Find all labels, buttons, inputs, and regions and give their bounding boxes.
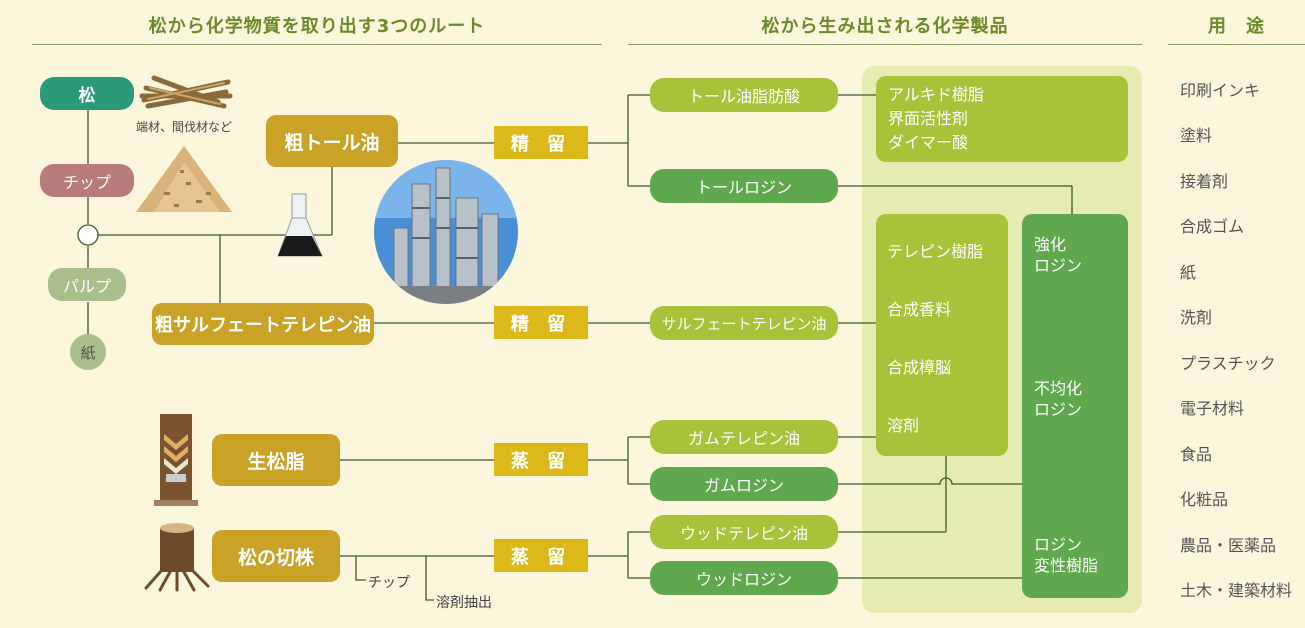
- header-products: 松から生み出される化学製品: [628, 12, 1142, 45]
- crude-sulfate-turpentine-box: 粗サルフェートテレピン油: [152, 303, 374, 345]
- distill-process-1: 蒸 留: [494, 443, 588, 476]
- refine-process-2: 精 留: [494, 306, 588, 339]
- tall-rosin-pill: トールロジン: [650, 169, 838, 203]
- factory-photo-icon: [374, 160, 518, 304]
- sawdust-pile-icon: [136, 146, 232, 212]
- product-synthetic-camphor: 合成樟脳: [887, 358, 952, 377]
- product-disproportionated-rosin: 不均化 ロジン: [1034, 379, 1083, 419]
- header-routes: 松から化学物質を取り出す3つのルート: [32, 12, 602, 45]
- wood-turpentine-pill: ウッドテレピン油: [650, 515, 838, 549]
- tapped-trunk-icon: [154, 414, 198, 506]
- paper-badge: 紙: [70, 334, 106, 370]
- use-item: 化粧品: [1180, 490, 1229, 509]
- use-item: 土木・建築材料: [1180, 581, 1293, 600]
- product-surfactant: 界面活性剤: [888, 109, 969, 128]
- scrap-wood-caption: 端材、間伐材など: [136, 120, 233, 134]
- use-item: 農品・医薬品: [1180, 536, 1277, 555]
- product-fortified-rosin: 強化 ロジン: [1034, 235, 1083, 275]
- flask-icon: [277, 193, 323, 257]
- solvent-extraction-label: 溶剤抽出: [436, 595, 492, 611]
- use-item: 合成ゴム: [1180, 217, 1245, 236]
- stump-chip-label: チップ: [368, 575, 410, 591]
- gum-rosin-pill: ガムロジン: [650, 467, 838, 501]
- gum-turpentine-pill: ガムテレピン油: [650, 420, 838, 454]
- header-uses: 用 途: [1168, 12, 1305, 45]
- tall-fatty-acid-pill: トール油脂肪酸: [650, 78, 838, 112]
- use-item: 塗料: [1180, 126, 1213, 145]
- refine-process-1: 精 留: [494, 126, 588, 159]
- product-rosin-modified-resin: ロジン 変性樹脂: [1034, 535, 1099, 575]
- product-synthetic-fragrance: 合成香料: [887, 300, 952, 319]
- product-terpene-resin: テレピン樹脂: [887, 242, 984, 261]
- sulfate-turpentine-pill: サルフェートテレピン油: [650, 306, 838, 340]
- pine-badge: 松: [40, 77, 134, 110]
- use-item: 接着剤: [1180, 172, 1229, 191]
- wood-rosin-pill: ウッドロジン: [650, 561, 838, 595]
- use-item: プラスチック: [1180, 354, 1276, 373]
- product-solvent: 溶剤: [887, 416, 920, 435]
- fatty-acid-products-box: アルキド樹脂 界面活性剤 ダイマー酸: [876, 76, 1128, 162]
- crude-tall-oil-box: 粗トール油: [266, 115, 398, 167]
- product-alkyd-resin: アルキド樹脂: [888, 85, 984, 104]
- use-item: 紙: [1180, 263, 1197, 282]
- pine-stump-box: 松の切株: [212, 530, 340, 582]
- tree-stump-icon: [144, 523, 210, 592]
- pulp-badge: パルプ: [48, 268, 126, 301]
- chip-badge: チップ: [40, 164, 134, 197]
- raw-pine-resin-box: 生松脂: [212, 434, 340, 486]
- distill-process-2: 蒸 留: [494, 539, 588, 572]
- use-item: 電子材料: [1180, 399, 1245, 418]
- use-item: 食品: [1180, 445, 1213, 464]
- rosin-products-box: 強化 ロジン 不均化 ロジン ロジン 変性樹脂: [1022, 214, 1128, 598]
- use-item: 印刷インキ: [1180, 81, 1261, 100]
- product-dimer-acid: ダイマー酸: [888, 133, 969, 152]
- wood-pile-icon: [139, 75, 233, 109]
- use-item: 洗剤: [1180, 308, 1213, 327]
- turpentine-products-box: テレピン樹脂 合成香料 合成樟脳 溶剤: [876, 214, 1008, 456]
